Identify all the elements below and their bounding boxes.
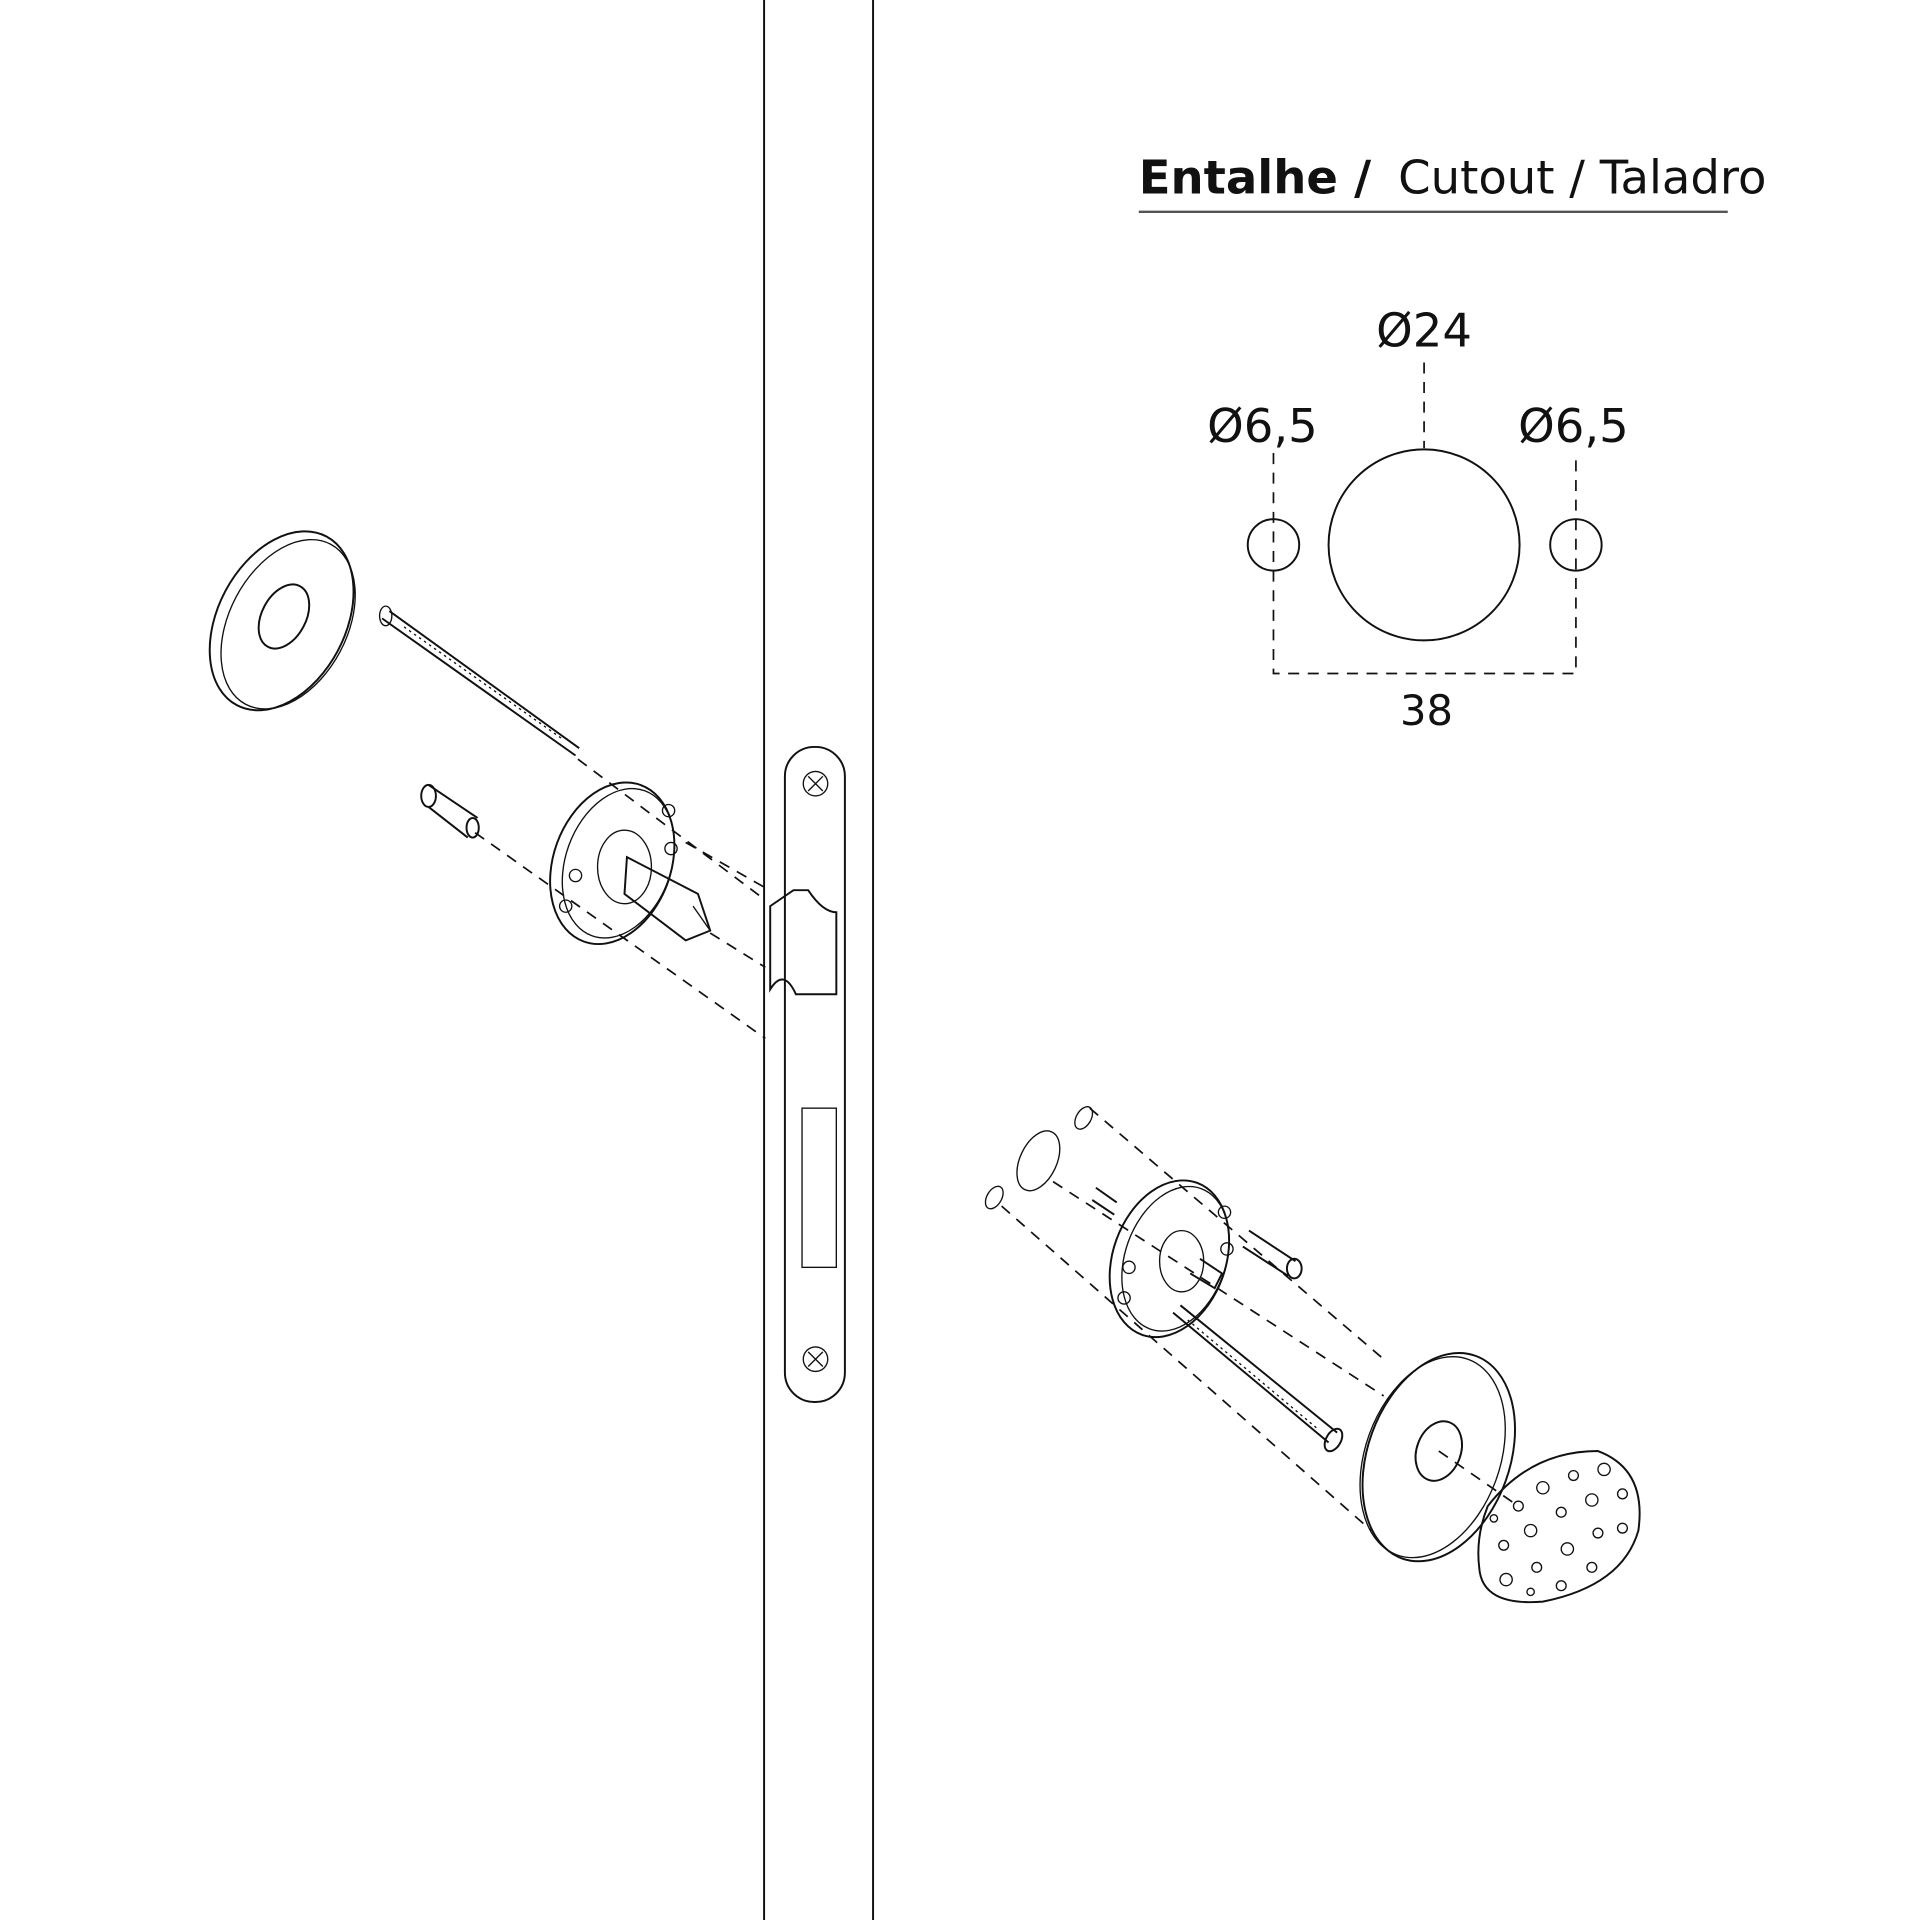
center-hole-label: Ø24 [1376,304,1472,358]
spindle [1189,1257,1224,1290]
left-rose-cover [208,530,356,712]
left-hole-label: Ø6,5 [1207,399,1318,453]
left-assembly [208,530,766,1040]
spacing-label: 38 [1400,686,1453,735]
cutout-drawing: Ø24 Ø6,5 Ø6,5 38 [1207,304,1629,735]
sleeve [420,783,480,839]
left-hole [1246,518,1301,572]
right-rose-cover [1359,1352,1516,1563]
title-bold: Entalhe / [1139,150,1371,204]
spacing-dimension [1272,453,1577,675]
title-regular: Cutout / Taladro [1398,150,1766,204]
right-screw [1172,1304,1344,1453]
right-rosette-base [1091,1179,1303,1339]
long-screw [378,605,580,757]
left-rosette-base [549,781,712,946]
section-title: Entalhe / Cutout / Taladro [1139,150,1767,204]
latch [769,889,838,996]
lock-faceplate [769,745,846,1404]
right-hole-label: Ø6,5 [1518,399,1629,453]
textured-knob [1477,1450,1641,1604]
pin [1242,1229,1297,1277]
square-spindle [623,855,712,942]
right-assembly [984,1106,1641,1604]
center-hole [1327,448,1521,642]
screw-icon [802,770,829,797]
screw-icon [802,1346,829,1373]
pin [1091,1186,1118,1216]
bolt-slot [801,1107,838,1269]
